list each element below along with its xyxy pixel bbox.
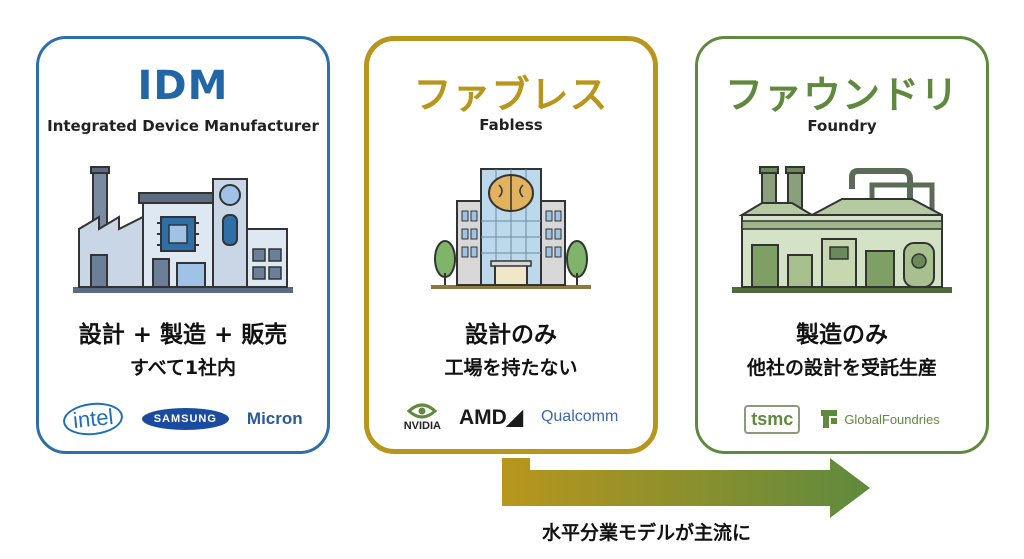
foundry-plant-icon [698,159,986,299]
globalfoundries-mark-icon [821,410,838,428]
idm-subtitle: Integrated Device Manufacturer [47,117,319,135]
globalfoundries-logo: GlobalFoundries [818,407,940,431]
qualcomm-logo: Qualcomm [540,408,619,425]
fabless-card: ファブレス Fabless [364,36,658,454]
idm-logos: intel SAMSUNG Micron [39,399,327,439]
foundry-description: 製造のみ [796,322,888,348]
tsmc-logo: tsmc [744,404,801,434]
globalfoundries-logo-text: GlobalFoundries [844,411,940,427]
amd-arrow-icon: ◢ [506,405,523,429]
idm-title: IDM [137,63,229,109]
nvidia-logo-text: NVIDIA [403,420,441,432]
foundry-title: ファウンドリ [724,73,959,117]
foundry-subtitle: Foundry [807,117,877,135]
fabless-description: 設計のみ [465,322,557,348]
nvidia-eye-icon [407,403,438,419]
samsung-logo: SAMSUNG [141,408,229,430]
idm-description-detail: すべて1社内 [129,357,237,379]
amd-logo: AMD◢ [459,405,523,430]
foundry-description-detail: 他社の設計を受託生産 [746,357,937,379]
idm-description: 設計 + 製造 + 販売 [78,322,288,348]
amd-logo-text: AMD [458,405,507,429]
idm-card: IDM Integrated Device Manufacturer [36,36,330,454]
brain-building-icon [369,161,653,301]
fabless-logos: NVIDIA AMD◢ Qualcomm [369,399,653,435]
micron-logo: Micron [246,409,303,428]
fabless-description-detail: 工場を持たない [444,357,578,379]
foundry-card: ファウンドリ Foundry 製造のみ 他社の設 [695,36,989,454]
fabless-subtitle: Fabless [479,116,543,134]
flow-label: 水平分業モデルが主流に [542,522,752,544]
fabless-title: ファブレス [413,73,609,117]
factory-chip-icon [39,159,327,299]
nvidia-logo: NVIDIA [404,402,441,432]
foundry-logos: tsmc GlobalFoundries [698,401,986,437]
